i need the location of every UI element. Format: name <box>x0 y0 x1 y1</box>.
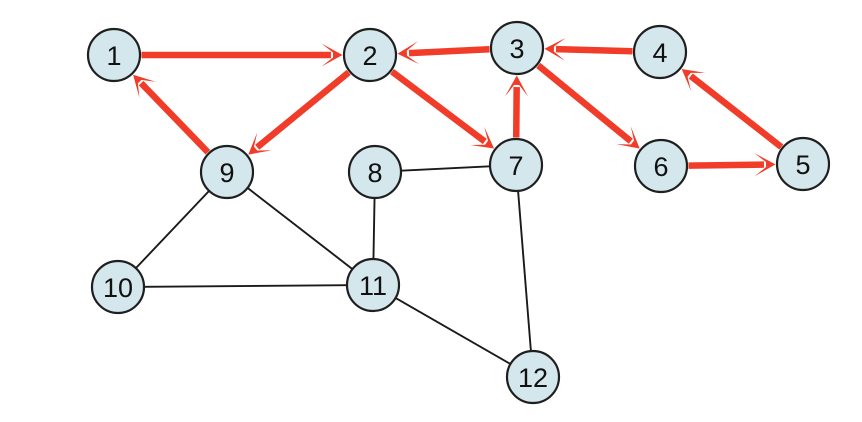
arrowhead-3-to-2 <box>397 41 419 65</box>
node-circle-11[interactable] <box>345 257 401 313</box>
arrowhead-2-to-9 <box>248 132 272 155</box>
graph-node-12[interactable]: 12 <box>505 349 561 405</box>
graph-node-1[interactable]: 1 <box>86 27 142 83</box>
arrowhead-4-to-3 <box>544 37 566 61</box>
graph-node-7[interactable]: 7 <box>488 137 544 193</box>
node-circle-5[interactable] <box>775 136 831 192</box>
graph-node-8[interactable]: 8 <box>347 144 403 200</box>
node-circle-12[interactable] <box>505 349 561 405</box>
graph-node-11[interactable]: 11 <box>345 257 401 313</box>
arrowhead-6-to-5 <box>754 153 776 177</box>
node-circle-7[interactable] <box>488 137 544 193</box>
directed-edge-2-to-9 <box>255 69 351 150</box>
node-circle-4[interactable] <box>632 24 688 80</box>
directed-edge-9-to-1 <box>138 80 211 155</box>
node-circle-1[interactable] <box>86 27 142 83</box>
undirected-edge-9-11 <box>246 186 354 271</box>
directed-edge-6-to-5 <box>688 161 764 169</box>
node-circle-10[interactable] <box>90 259 146 315</box>
arrowhead-3-to-6 <box>616 126 640 149</box>
directed-edge-2-to-7 <box>390 68 487 145</box>
directed-edge-5-to-4 <box>688 73 784 150</box>
undirected-edge-10-11 <box>143 284 348 288</box>
node-circle-2[interactable] <box>342 27 398 83</box>
graph-node-4[interactable]: 4 <box>632 24 688 80</box>
directed-edge-3-to-2 <box>408 46 490 57</box>
graph-node-6[interactable]: 6 <box>633 138 689 194</box>
arrowhead-9-to-1 <box>133 74 156 98</box>
arrowhead-7-to-3 <box>505 75 529 97</box>
undirected-edge-9-10 <box>134 189 211 270</box>
node-circle-3[interactable] <box>489 20 545 76</box>
directed-edge-layer <box>133 37 784 177</box>
undirected-edge-7-12 <box>517 189 532 353</box>
arrowhead-5-to-4 <box>681 68 706 91</box>
undirected-edge-8-11 <box>372 197 376 260</box>
node-circle-6[interactable] <box>633 138 689 194</box>
graph-node-9[interactable]: 9 <box>199 144 255 200</box>
arrowhead-2-to-7 <box>470 126 495 149</box>
arrowhead-1-to-2 <box>321 43 343 67</box>
graph-node-5[interactable]: 5 <box>775 136 831 192</box>
undirected-edge-8-7 <box>400 165 491 172</box>
directed-edge-3-to-6 <box>536 62 633 144</box>
undirected-edge-layer <box>134 165 532 365</box>
directed-edge-4-to-3 <box>555 45 633 55</box>
graph-node-2[interactable]: 2 <box>342 27 398 83</box>
graph-node-10[interactable]: 10 <box>90 259 146 315</box>
node-circle-8[interactable] <box>347 144 403 200</box>
node-circle-9[interactable] <box>199 144 255 200</box>
undirected-edge-11-12 <box>394 297 512 365</box>
graph-node-3[interactable]: 3 <box>489 20 545 76</box>
